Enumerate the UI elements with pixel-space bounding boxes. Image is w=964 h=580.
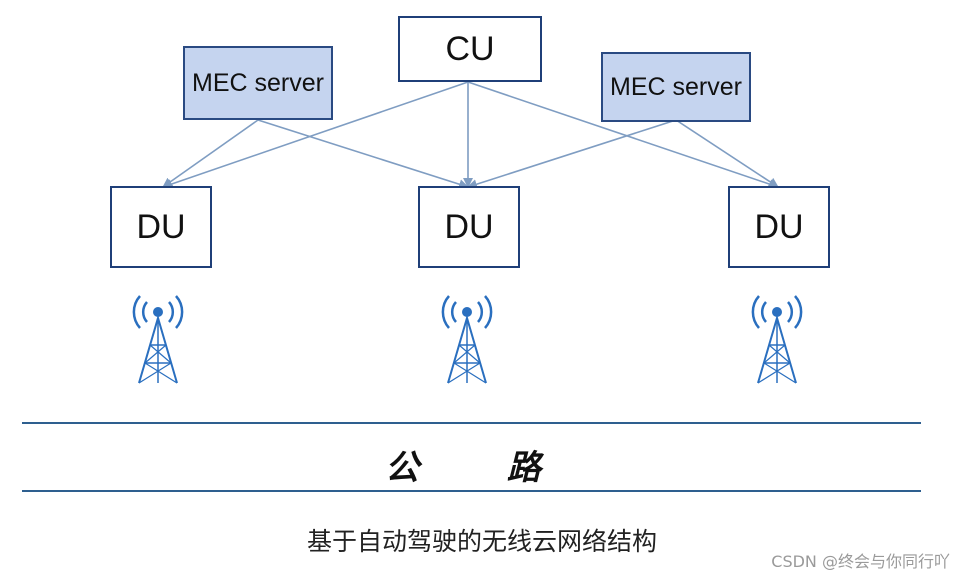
- road-label: 公 路: [385, 448, 579, 488]
- arrow-mec-left-to-du-center: [257, 119, 469, 190]
- cu-node: CU: [398, 16, 542, 82]
- mec-server-left-label: MEC server: [192, 68, 324, 97]
- antenna-tower-icon: [441, 295, 493, 384]
- arrow-cu-to-du-right: [467, 81, 779, 189]
- mec-server-right-node: MEC server: [601, 52, 751, 122]
- du-right-node: DU: [728, 186, 830, 268]
- du-center-label: DU: [444, 207, 494, 246]
- connections: [162, 81, 779, 190]
- mec-server-left-node: MEC server: [183, 46, 333, 120]
- mec-server-right-label: MEC server: [610, 72, 742, 101]
- watermark: CSDN @终会与你同行吖: [771, 552, 950, 571]
- arrow-mec-right-to-du-center: [467, 119, 677, 189]
- du-left-label: DU: [136, 207, 186, 246]
- antenna-tower-icon: [751, 295, 803, 384]
- cu-label: CU: [445, 29, 495, 68]
- du-right-label: DU: [754, 207, 804, 246]
- arrow-mec-left-to-du-left: [162, 119, 259, 188]
- arrow-cu-to-du-left: [162, 81, 469, 189]
- antenna-tower-icon: [132, 295, 184, 384]
- arrow-mec-right-to-du-right: [675, 119, 779, 188]
- du-left-node: DU: [110, 186, 212, 268]
- diagram-caption: 基于自动驾驶的无线云网络结构: [306, 527, 657, 556]
- du-center-node: DU: [418, 186, 520, 268]
